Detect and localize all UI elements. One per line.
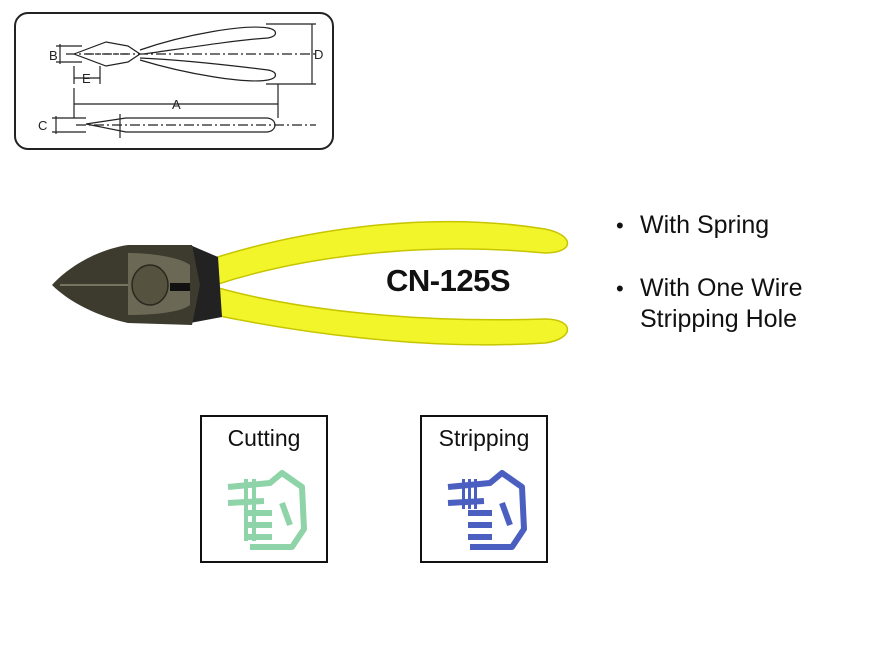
function-label: Stripping: [438, 425, 530, 451]
dim-letter-c: C: [38, 118, 47, 133]
dim-letter-a: A: [172, 97, 181, 112]
feature-item: • With Spring: [612, 210, 862, 241]
dim-letter-e: E: [82, 71, 91, 86]
cutting-hand-icon: [227, 470, 307, 550]
plier-handle-top: [203, 220, 568, 286]
dim-letter-b: B: [49, 48, 58, 63]
function-stripping: Stripping: [420, 415, 548, 563]
plier-image: [40, 205, 580, 360]
plier-handle-bottom: [203, 286, 568, 346]
stripping-hand-icon: [447, 470, 527, 550]
function-cutting: Cutting: [200, 415, 328, 563]
plier-dimension-drawing-icon: B E D A C: [38, 23, 323, 138]
plier-joint: [190, 245, 222, 323]
feature-list: • With Spring • With One Wire Stripping …: [612, 210, 862, 367]
bullet: •: [616, 213, 624, 238]
function-label: Cutting: [227, 425, 301, 451]
feature-item: • With One Wire Stripping Hole: [612, 273, 862, 335]
dimension-diagram: B E D A C: [14, 12, 334, 150]
feature-text: With Spring: [640, 211, 770, 239]
feature-text: With One Wire Stripping Hole: [640, 274, 803, 333]
bullet: •: [616, 276, 624, 301]
dim-letter-d: D: [314, 47, 323, 62]
model-number: CN-125S: [386, 263, 511, 298]
